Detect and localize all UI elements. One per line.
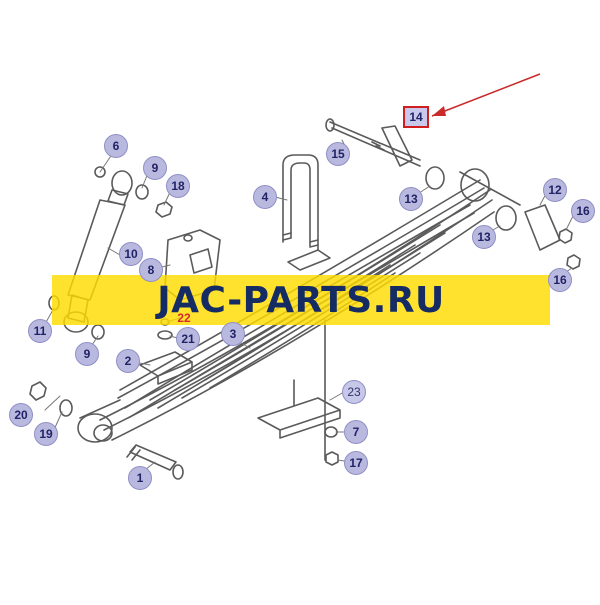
callout-4: 4 bbox=[253, 185, 277, 209]
nut-16-upper bbox=[558, 228, 573, 244]
callout-15: 15 bbox=[326, 142, 350, 166]
nut-17 bbox=[325, 451, 339, 466]
callout-22: 22 bbox=[177, 311, 191, 325]
washer-9-bottom bbox=[91, 324, 105, 340]
watermark-text: JAC-PARTS.RU bbox=[157, 279, 445, 321]
callout-19: 19 bbox=[34, 422, 58, 446]
lower-plate bbox=[257, 397, 341, 439]
u-bolt bbox=[282, 154, 319, 251]
callout-18: 18 bbox=[166, 174, 190, 198]
washer-21 bbox=[157, 330, 173, 340]
callout-11: 11 bbox=[28, 319, 52, 343]
washer-9-top bbox=[135, 184, 149, 200]
washer-7 bbox=[324, 426, 338, 438]
washer-19 bbox=[59, 399, 73, 417]
callout-20: 20 bbox=[9, 403, 33, 427]
callout-1: 1 bbox=[128, 466, 152, 490]
callout-12: 12 bbox=[543, 178, 567, 202]
center-pad bbox=[287, 249, 331, 271]
nut-16-lower bbox=[566, 254, 581, 270]
callout-13-upper: 13 bbox=[399, 187, 423, 211]
front-pin bbox=[126, 444, 184, 480]
callout-9-bottom: 9 bbox=[75, 342, 99, 366]
callout-23: 23 bbox=[342, 380, 366, 404]
callout-10: 10 bbox=[119, 242, 143, 266]
callout-6: 6 bbox=[104, 134, 128, 158]
callout-16-lower: 16 bbox=[548, 268, 572, 292]
callout-8: 8 bbox=[139, 258, 163, 282]
callout-14-highlighted: 14 bbox=[403, 106, 429, 128]
callout-17: 17 bbox=[344, 451, 368, 475]
callout-21: 21 bbox=[176, 327, 200, 351]
callout-16-upper: 16 bbox=[571, 199, 595, 223]
spacer-pad bbox=[139, 351, 193, 385]
callout-2: 2 bbox=[116, 349, 140, 373]
front-spring-eye bbox=[77, 399, 121, 443]
arrow-indicator bbox=[431, 73, 541, 117]
watermark-banner bbox=[52, 275, 550, 325]
callout-9-top: 9 bbox=[143, 156, 167, 180]
washer-6 bbox=[94, 166, 106, 178]
nut-18 bbox=[155, 201, 173, 218]
callout-3: 3 bbox=[221, 322, 245, 346]
callout-7: 7 bbox=[344, 420, 368, 444]
callout-13-lower: 13 bbox=[472, 225, 496, 249]
nut-20 bbox=[29, 381, 47, 401]
